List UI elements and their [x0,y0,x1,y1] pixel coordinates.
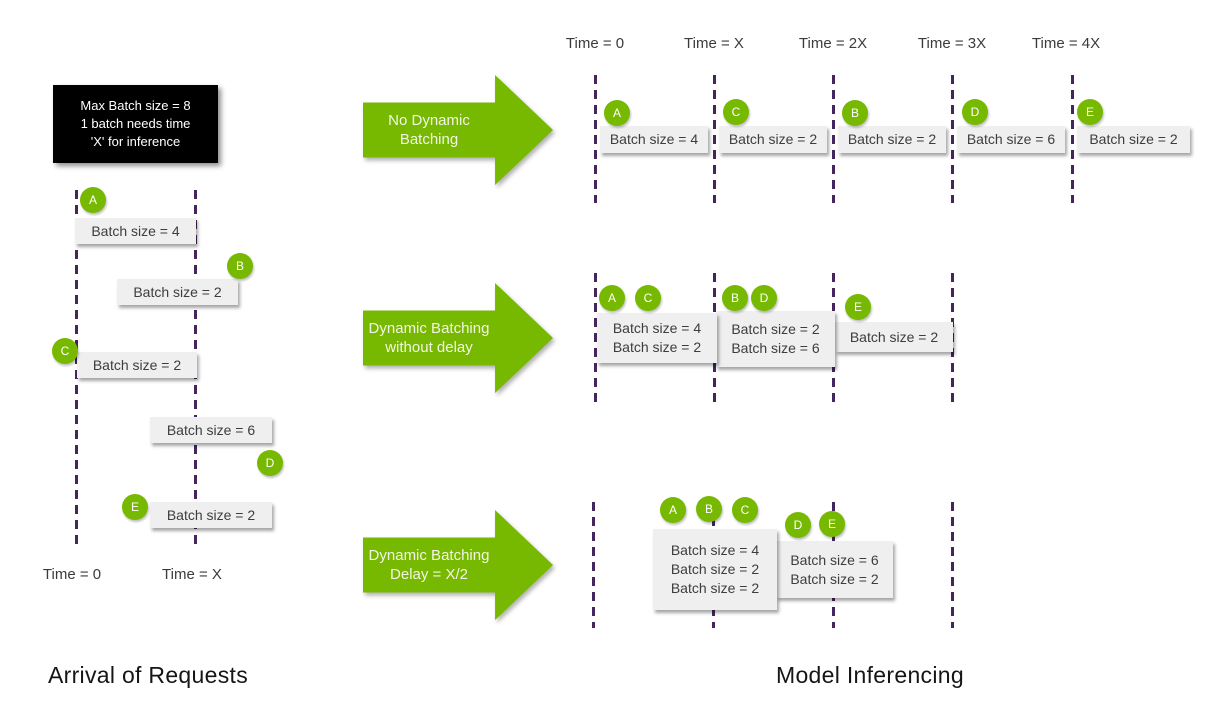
batch-box-request-d: Batch size = 6 [150,417,272,443]
batch-box-request-c: Batch size = 2 [77,352,197,378]
arrow-shape: No Dynamic Batching [363,75,553,185]
inference-time-label-2x: Time = 2X [798,35,868,52]
arrow-label-line: Batching [399,131,459,148]
request-badge-b: B [722,285,748,311]
batch-size-label: Batch size = 2 [612,339,702,355]
request-badge-a: A [599,285,625,311]
batch-size-label: Batch size = 4 [670,542,760,558]
request-badge-e: E [1077,99,1103,125]
request-badge-e: E [122,494,148,520]
batch-size-label: Batch size = 2 [790,570,879,587]
batch-size-label: Batch size = 2 [1089,131,1178,147]
inference-row1-line-t2x [832,75,835,203]
info-box-line: Max Batch size = 8 [80,98,191,113]
arrival-time-label-x: Time = X [162,566,222,583]
batch-size-label: Batch size = 4 [91,222,180,239]
request-badge-a: A [80,187,106,213]
info-box: Max Batch size = 8 1 batch needs time 'X… [53,85,218,163]
inference-time-label-4x: Time = 4X [1031,35,1101,52]
request-badge-c: C [635,285,661,311]
request-badge-c: C [52,338,78,364]
flow-arrow-no-dynamic-batching: No Dynamic Batching [363,75,553,185]
request-badge-e: E [845,294,871,320]
batch-size-label: Batch size = 2 [731,321,820,337]
inference-row1-line-t3x [951,75,954,203]
request-badge-a: A [660,497,686,523]
batch-size-label: Batch size = 2 [849,328,939,345]
inference-batch-box: Batch size = 4 Batch size = 2 Batch size… [653,529,777,610]
batch-size-label: Batch size = 2 [847,131,937,147]
arrow-label: Dynamic Batching without delay [363,283,495,393]
inference-row1-line-tx [713,75,716,203]
inference-batch-box: Batch size = 2 Batch size = 6 [716,311,835,367]
arrow-label-line: Delay = X/2 [390,566,468,583]
inference-time-label-3x: Time = 3X [917,35,987,52]
inference-batch-box: Batch size = 2 [835,322,953,352]
arrow-label-line: Dynamic Batching [368,547,490,564]
info-box-line: 1 batch needs time [80,116,191,131]
flow-arrow-dynamic-batching-no-delay: Dynamic Batching without delay [363,283,553,393]
batch-size-label: Batch size = 4 [612,320,702,336]
request-badge-c: C [723,99,749,125]
batch-size-label: Batch size = 2 [670,580,760,596]
inference-row1-line-t4x [1071,75,1074,203]
inference-time-label-x: Time = X [684,35,744,52]
arrow-label-line: without delay [385,339,473,356]
arrow-label: Dynamic Batching Delay = X/2 [363,510,495,620]
arrival-time-label-0: Time = 0 [42,566,102,583]
arrow-label-line: Dynamic Batching [368,320,490,337]
batch-box-request-e: Batch size = 2 [150,502,272,528]
request-badge-a: A [604,100,630,126]
inference-batch-box: Batch size = 2 [719,126,827,153]
request-badge-d: D [785,512,811,538]
info-box-line: 'X' for inference [90,134,181,149]
batch-size-label: Batch size = 2 [92,356,182,373]
request-badge-c: C [732,497,758,523]
request-badge-d: D [962,99,988,125]
request-badge-b: B [842,100,868,126]
inference-batch-box: Batch size = 6 Batch size = 2 [776,541,893,598]
inference-row3-line-t3x [951,502,954,628]
arrow-label-line: No Dynamic [388,112,470,129]
request-badge-d: D [751,285,777,311]
inference-row1-line-t0 [594,75,597,203]
batch-size-label: Batch size = 2 [166,506,256,523]
batch-box-request-b: Batch size = 2 [117,279,238,305]
arrow-shape: Dynamic Batching without delay [363,283,553,393]
batch-size-label: Batch size = 4 [609,131,699,147]
inference-caption: Model Inferencing [776,662,964,688]
flow-arrow-dynamic-batching-delay: Dynamic Batching Delay = X/2 [363,510,553,620]
inference-batch-box: Batch size = 4 [600,126,708,153]
batch-box-request-a: Batch size = 4 [75,218,196,244]
request-badge-b: B [696,496,722,522]
arrow-label: No Dynamic Batching [363,75,495,185]
batch-size-label: Batch size = 2 [670,561,760,577]
inference-batch-box: Batch size = 2 [838,126,946,153]
inference-row3-line-t0 [592,502,595,628]
inference-batch-box: Batch size = 2 [1077,126,1190,153]
batch-size-label: Batch size = 6 [731,340,820,356]
inference-time-label-0: Time = 0 [565,35,625,52]
batch-size-label: Batch size = 2 [728,131,818,147]
batch-size-label: Batch size = 6 [790,551,879,568]
batch-size-label: Batch size = 6 [966,131,1056,147]
arrival-caption: Arrival of Requests [48,662,248,688]
inference-batch-box: Batch size = 6 [957,126,1065,153]
inference-batch-box: Batch size = 4 Batch size = 2 [597,313,717,363]
batch-size-label: Batch size = 2 [133,283,222,300]
request-badge-d: D [257,450,283,476]
batch-size-label: Batch size = 6 [166,421,256,438]
request-badge-b: B [227,253,253,279]
inference-row2-line-t0 [594,273,597,404]
request-badge-e: E [819,511,845,537]
arrival-timeline-t0 [75,190,78,547]
arrow-shape: Dynamic Batching Delay = X/2 [363,510,553,620]
